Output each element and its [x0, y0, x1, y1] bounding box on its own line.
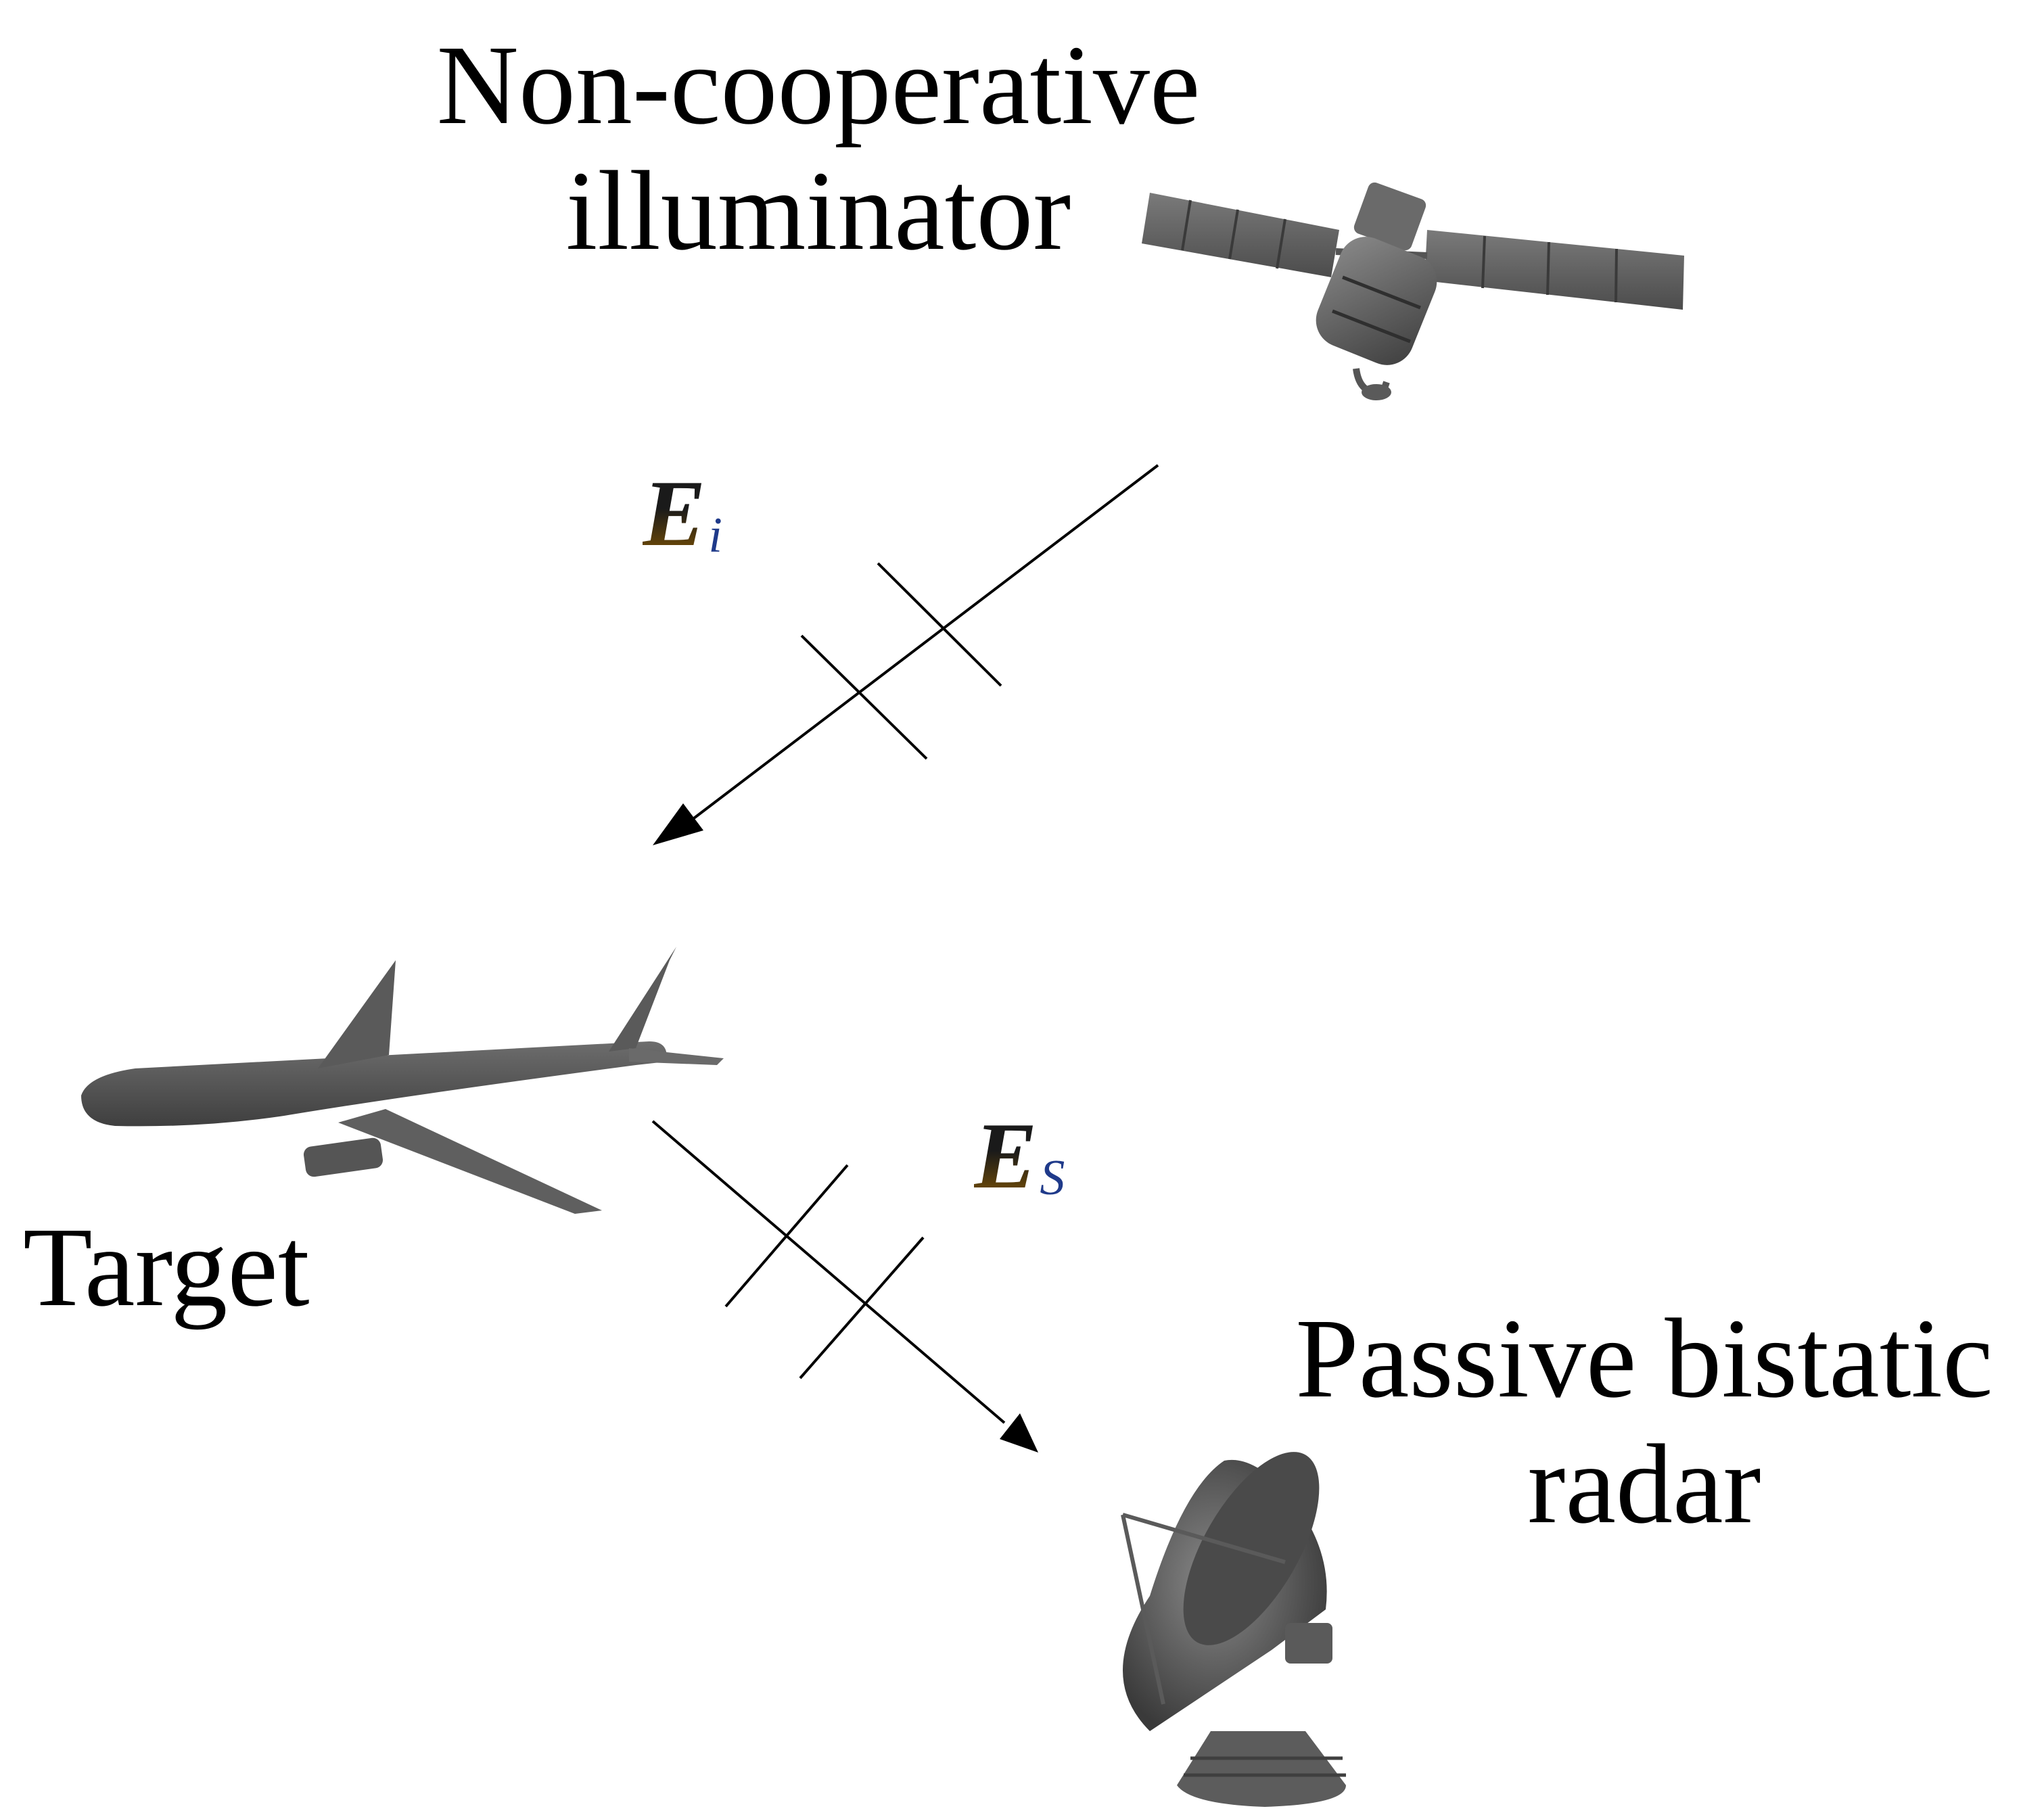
airplane-icon — [81, 947, 724, 1214]
satellite-icon — [1142, 182, 1684, 400]
incident-field-subscript: i — [708, 508, 722, 563]
incident-field-symbol: Ei — [643, 467, 722, 561]
scattered-wave-arrow — [651, 1120, 1038, 1453]
scattered-wavefront-marks — [724, 1164, 925, 1380]
target-label: Target — [23, 1204, 310, 1330]
incident-wave-arrow — [653, 464, 1159, 845]
incident-wavefront-marks — [800, 562, 1002, 760]
scattered-field-letter: E — [974, 1104, 1038, 1208]
radar-label-line-1: Passive bistatic — [1295, 1296, 1993, 1421]
illuminator-label-line-1: Non-cooperative — [436, 22, 1201, 148]
scattered-field-symbol: ES — [974, 1109, 1065, 1204]
radar-label-line-2: radar — [1527, 1421, 1761, 1547]
radar-label: Passive bistatic radar — [1245, 1302, 2044, 1541]
scattered-field-subscript: S — [1040, 1150, 1065, 1206]
radar-dish-icon — [1121, 1452, 1346, 1807]
illuminator-label: Non-cooperative illuminator — [379, 28, 1258, 268]
illuminator-label-line-2: illuminator — [565, 148, 1071, 274]
incident-field-letter: E — [643, 461, 706, 566]
